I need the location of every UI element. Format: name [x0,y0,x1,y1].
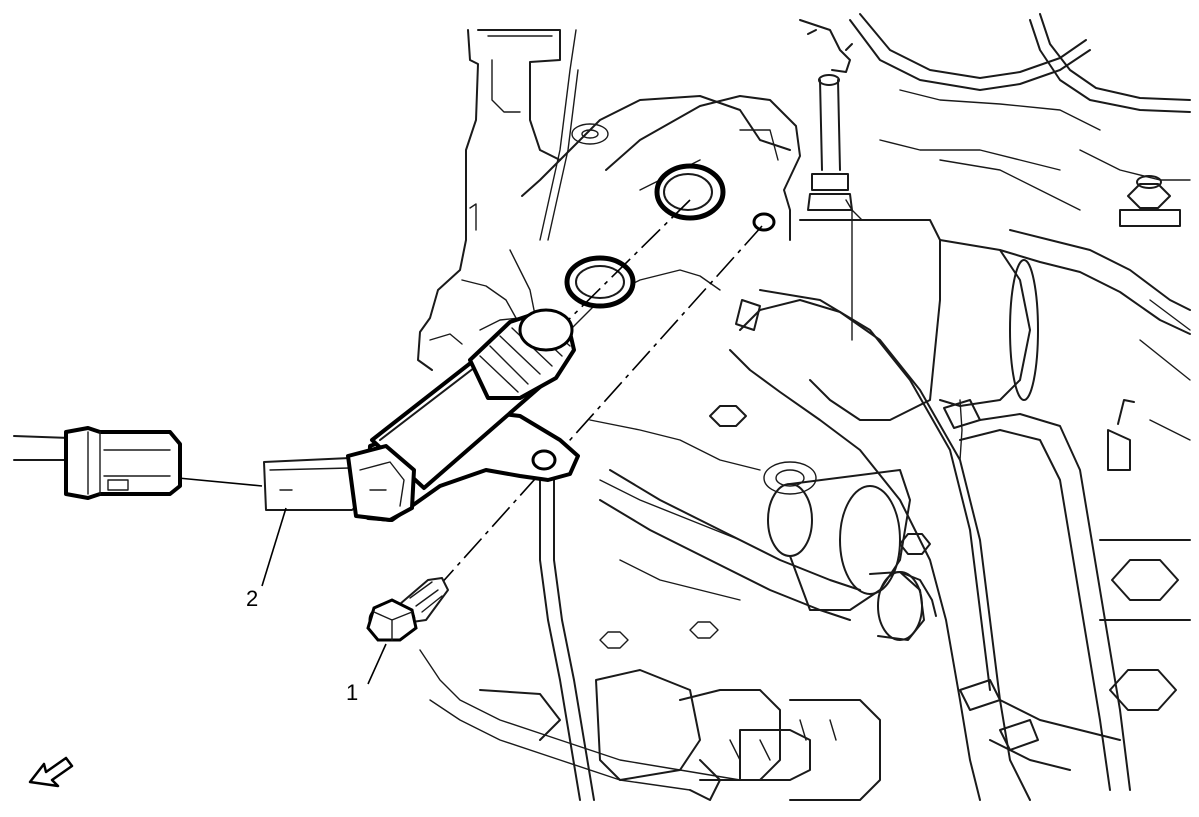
o-ring-lower [564,255,636,309]
solenoid-valve [263,308,580,522]
harness-connector [13,426,182,500]
callout-label-2: 2 [246,586,258,611]
callout-1: 1 [346,643,387,705]
engine-background [417,13,1191,801]
o-ring-upper [654,163,726,221]
mount-hole [752,212,776,232]
callout-label-1: 1 [346,680,358,705]
alignment-lines [177,199,763,597]
hex-nut-right [1099,539,1191,711]
view-direction-arrow-icon [28,756,74,788]
callout-2: 2 [246,507,287,611]
mounting-bolt [366,577,449,642]
hex-bolt-upper-right [1119,175,1181,227]
